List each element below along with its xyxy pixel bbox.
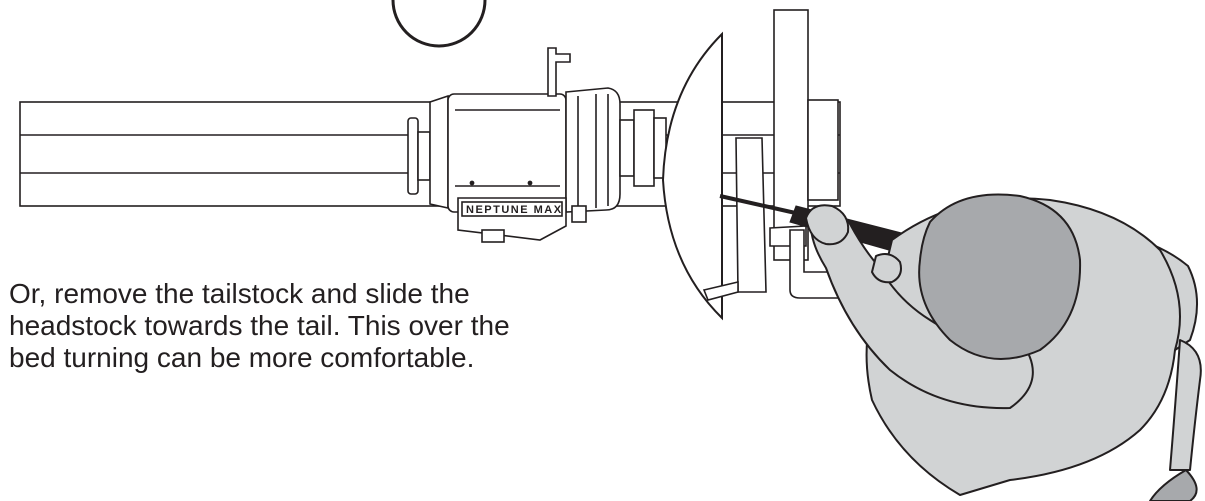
headstock-brand-label: NEPTUNE MAX bbox=[466, 204, 563, 216]
operator bbox=[805, 193, 1202, 501]
caption-line-3: bed turning can be more comfortable. bbox=[9, 342, 475, 373]
caption-line-1: Or, remove the tailstock and slide the bbox=[9, 278, 470, 309]
bowl-workpiece bbox=[661, 31, 723, 321]
caption-line-2: headstock towards the tail. This over th… bbox=[9, 310, 510, 341]
step-marker-partial bbox=[391, 0, 487, 48]
headstock: NEPTUNE MAX bbox=[407, 47, 667, 243]
caption: Or, remove the tailstock and slide the h… bbox=[9, 278, 569, 374]
